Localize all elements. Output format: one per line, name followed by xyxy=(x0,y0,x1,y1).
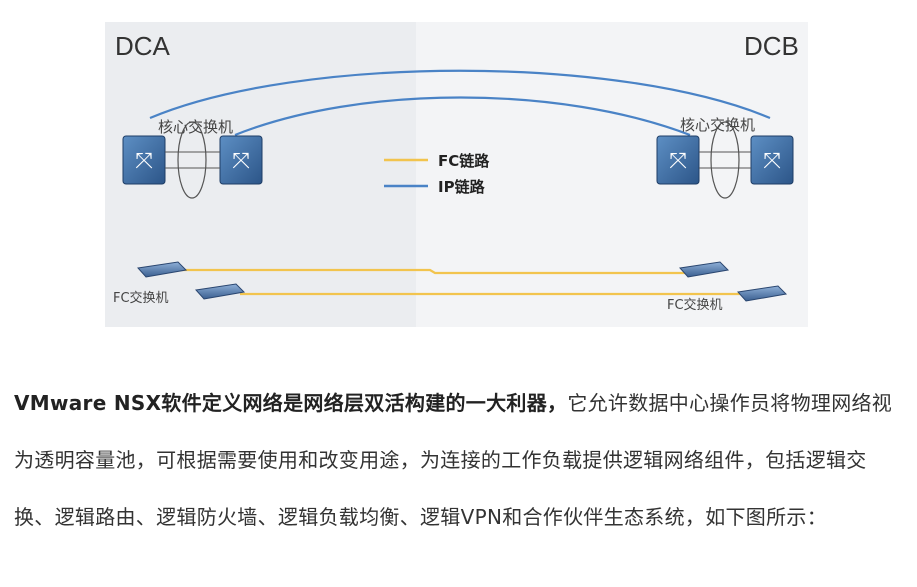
svg-text:⤧: ⤧ xyxy=(232,149,250,174)
fc-switch-dcb-1 xyxy=(679,261,730,278)
fc-switch-dcb-2 xyxy=(737,285,788,302)
ip-link-outer-arc xyxy=(149,69,771,120)
dcb-site-panel xyxy=(416,22,808,327)
core-link-bundle-dcb xyxy=(710,121,740,199)
site-a-label: DCA xyxy=(115,31,171,61)
fc-switch-dca-2 xyxy=(195,283,246,300)
fc-link-upper xyxy=(180,268,690,275)
core-switch-dcb-1: ⤧ xyxy=(656,135,700,185)
svg-text:⤧: ⤧ xyxy=(669,149,687,174)
fc-switch-label-a: FC交换机 xyxy=(113,290,169,306)
core-switch-label-b: 核心交换机 xyxy=(680,116,755,134)
core-switch-label-a: 核心交换机 xyxy=(158,118,233,136)
legend-ip-label: IP链路 xyxy=(438,178,486,196)
network-topology-diagram: ⤧ ⤧ ⤧ ⤧ DCA DCB 核心交换机 核心交换机 FC交换机 FC交换机 … xyxy=(113,31,799,313)
core-link-bundle-dca xyxy=(177,121,207,199)
ip-link-inner-arc xyxy=(234,96,691,137)
fc-switch-label-b: FC交换机 xyxy=(667,297,723,313)
core-switch-dcb-2: ⤧ xyxy=(750,135,794,185)
svg-text:⤧: ⤧ xyxy=(135,149,153,174)
svg-text:⤧: ⤧ xyxy=(763,149,781,174)
fc-switch-dca-1 xyxy=(137,261,188,278)
site-b-label: DCB xyxy=(744,31,799,61)
article-lead: VMware NSX软件定义网络是网络层双活构建的一大利器， xyxy=(14,391,568,415)
article-paragraph: VMware NSX软件定义网络是网络层双活构建的一大利器，它允许数据中心操作员… xyxy=(14,375,904,546)
article-body: 它允许数据中心操作员将物理网络视为透明容量池，可根据需要使用和改变用途，为连接的… xyxy=(14,391,893,529)
core-switch-dca-2: ⤧ xyxy=(219,135,263,185)
legend-fc-label: FC链路 xyxy=(438,152,490,170)
core-switch-dca-1: ⤧ xyxy=(122,135,166,185)
